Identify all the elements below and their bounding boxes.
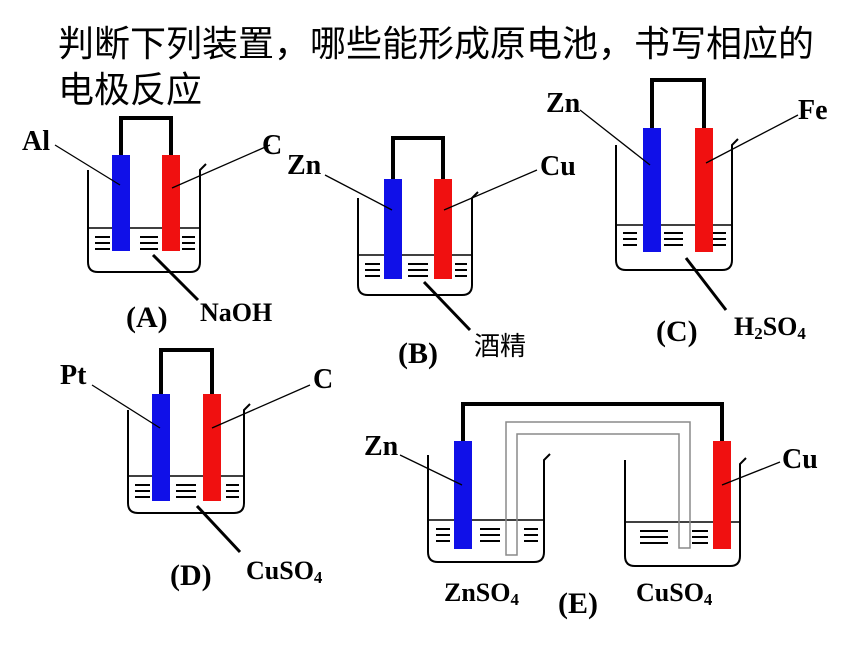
question-title: 判断下列装置，哪些能形成原电池，书写相应的电极反应 — [58, 24, 815, 111]
setup-e-left-solution-label: ZnSO4 — [444, 578, 519, 610]
wire-d — [159, 348, 214, 395]
setup-a-solution-label: NaOH — [200, 298, 273, 327]
electrode-b-left — [384, 179, 402, 279]
setup-a-caption: (A) — [126, 301, 168, 334]
setup-b-solution-label: 酒精 — [474, 332, 527, 362]
beaker-d — [127, 403, 251, 514]
setup-d-caption: (D) — [170, 559, 212, 592]
electrode-e-right — [713, 441, 731, 549]
wires — [119, 78, 724, 442]
electrode-e-left — [454, 441, 472, 549]
setup-c-caption: (C) — [656, 315, 698, 348]
liquid-hatching — [95, 232, 726, 544]
electrode-a-left — [112, 155, 130, 251]
wire-c — [650, 78, 706, 129]
setup-b-caption: (B) — [398, 337, 438, 370]
solution-pointers — [151, 253, 728, 554]
beaker-e-right — [624, 457, 747, 567]
setup-e-right-solution-label: CuSO4 — [636, 578, 713, 610]
setup-c-left-electrode-label: Zn — [546, 88, 581, 119]
electrode-c-right — [695, 128, 713, 252]
electrode-c-left — [643, 128, 661, 252]
setup-d-solution-label: CuSO4 — [246, 556, 323, 588]
setup-e-left-electrode-label: Zn — [364, 431, 399, 462]
beaker-a — [87, 163, 207, 273]
setup-c-right-electrode-label: Fe — [798, 95, 828, 126]
leader-lines — [54, 109, 799, 486]
setup-b-left-electrode-label: Zn — [287, 150, 322, 181]
setup-a-left-electrode-label: Al — [22, 126, 50, 157]
beaker-c — [615, 138, 739, 271]
electrode-d-left — [152, 394, 170, 501]
beaker-e-left — [427, 453, 551, 563]
beaker-b — [357, 191, 479, 296]
setup-c-solution-label: H2SO4 — [734, 312, 806, 344]
setup-d-left-electrode-label: Pt — [60, 360, 87, 391]
electrode-b-right — [434, 179, 452, 279]
wire-e — [461, 402, 724, 442]
setup-e-caption: (E) — [558, 587, 598, 620]
salt-bridge — [505, 421, 691, 556]
electrode-a-right — [162, 155, 180, 251]
wire-a — [119, 116, 173, 156]
electrode-d-right — [203, 394, 221, 501]
setup-e-right-electrode-label: Cu — [782, 444, 818, 475]
setup-a-right-electrode-label: C — [262, 130, 283, 161]
wire-b — [391, 136, 445, 180]
setup-d-right-electrode-label: C — [313, 364, 334, 395]
setup-b-right-electrode-label: Cu — [540, 151, 576, 182]
